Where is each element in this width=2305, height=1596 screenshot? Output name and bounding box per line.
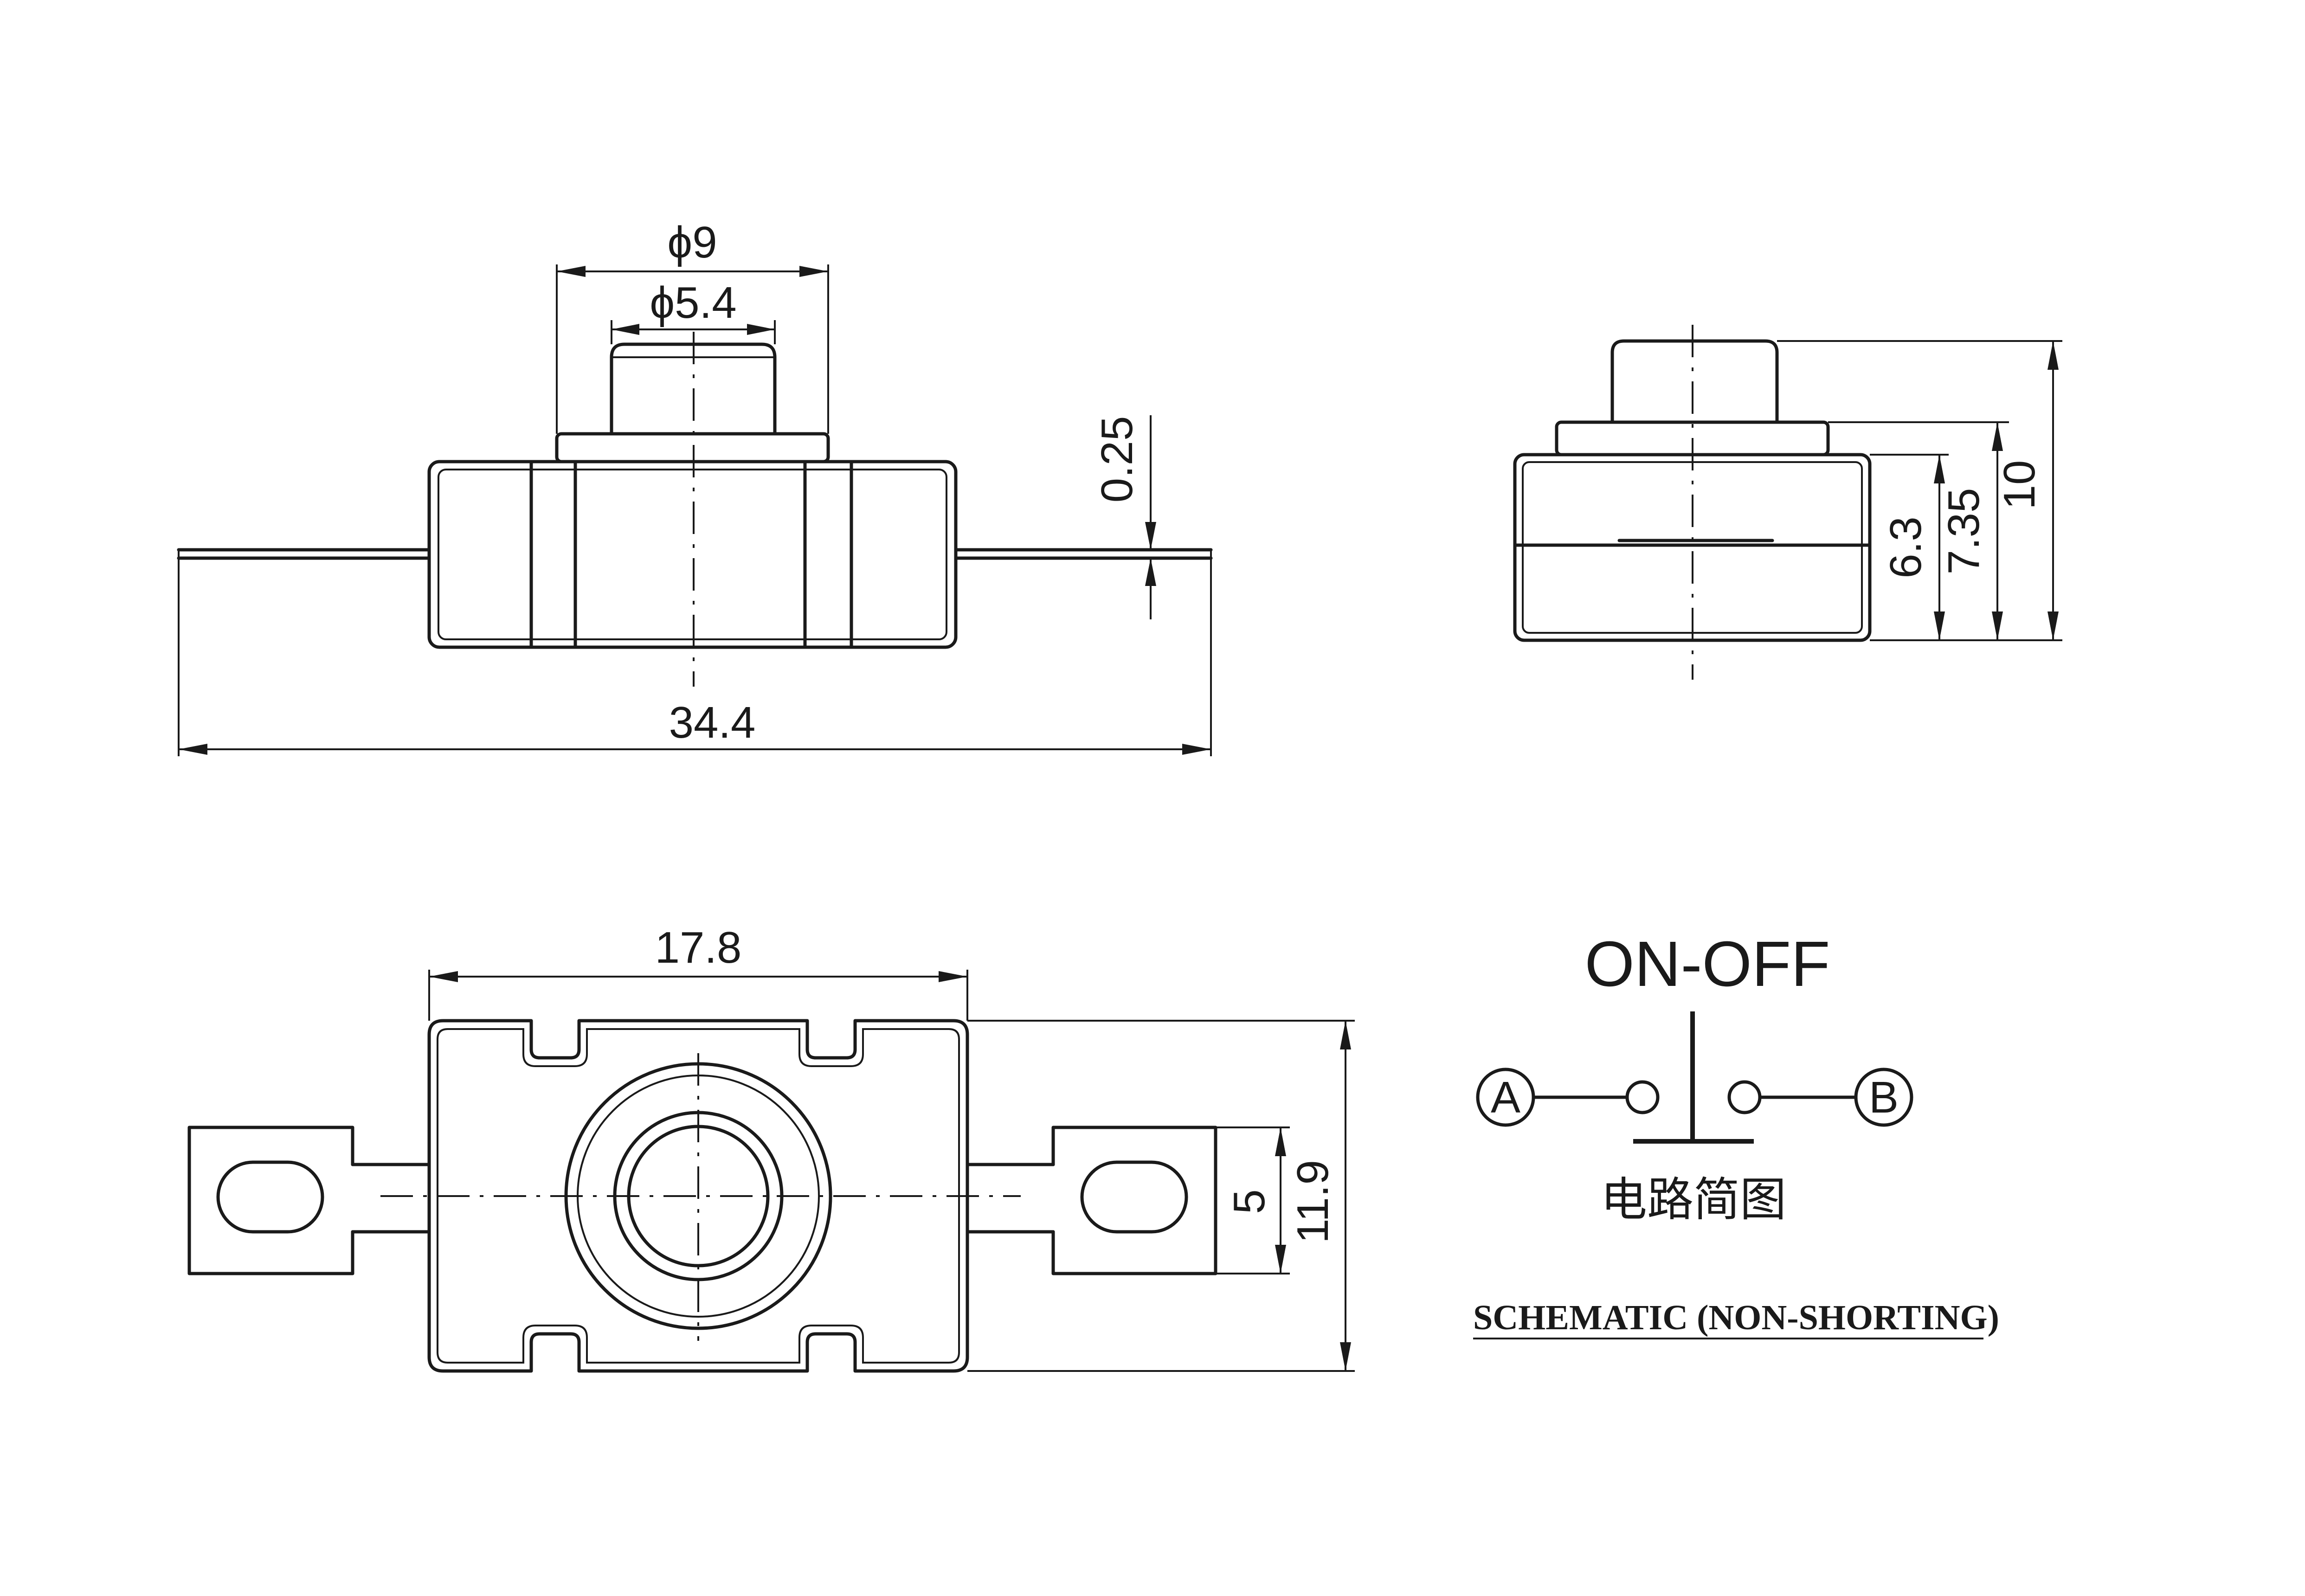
arrowhead	[1275, 1245, 1286, 1274]
arrowhead	[939, 971, 967, 982]
arrowhead	[1992, 611, 2003, 640]
dim-025: 0.25	[1092, 416, 1142, 503]
side-view: 10 7.35 6.3	[1513, 325, 2062, 680]
top-housing-outline	[427, 1019, 969, 1373]
top-housing-inner	[437, 1028, 960, 1364]
arrowhead	[747, 324, 775, 335]
schematic-title: ON-OFF	[1585, 928, 1830, 1000]
arrowhead	[557, 266, 586, 277]
arrowhead	[1992, 422, 2003, 451]
arrowhead	[1145, 522, 1156, 550]
contact-a	[1625, 1080, 1660, 1114]
front-view: ϕ9 ϕ5.4 0.25 34.4	[177, 218, 1213, 756]
schematic-caption-en: SCHEMATIC (NON-SHORTING)	[1473, 1298, 1999, 1337]
side-button-cap	[1610, 339, 1779, 424]
side-housing-inner	[1522, 461, 1863, 634]
dim-63: 6.3	[1881, 516, 1931, 578]
arrowhead	[2047, 341, 2059, 370]
dim-phi9: ϕ9	[667, 218, 717, 267]
housing-inner-outline	[438, 469, 947, 640]
right-lug	[1051, 1126, 1217, 1275]
top-view: 17.8 5 11.9	[187, 923, 1355, 1373]
dim-178: 17.8	[655, 923, 742, 972]
arrowhead	[2047, 611, 2059, 640]
arrowhead	[612, 324, 639, 335]
arrowhead	[799, 266, 828, 277]
dim-119: 11.9	[1288, 1160, 1338, 1243]
arrowhead	[1275, 1127, 1286, 1156]
terminal-b-label: B	[1869, 1073, 1899, 1122]
left-lug-slot	[216, 1160, 324, 1234]
right-lug-slot	[1080, 1160, 1188, 1234]
schematic-caption-cn: 电路简图	[1601, 1172, 1786, 1227]
arrowhead	[1934, 455, 1945, 483]
contact-b	[1727, 1080, 1762, 1114]
arrowhead	[1182, 744, 1211, 755]
arrowhead	[1145, 558, 1156, 586]
dim-10: 10	[1995, 460, 2044, 510]
left-lug	[187, 1126, 354, 1275]
schematic: ON-OFF A B 电路简图 SCHEMATIC (NON-SHORTING)	[1473, 928, 1999, 1339]
dim-phi54: ϕ5.4	[650, 278, 736, 328]
dim-735: 7.35	[1939, 488, 1989, 575]
housing-outline	[427, 460, 958, 649]
terminal-a-label: A	[1491, 1073, 1520, 1122]
arrowhead	[179, 744, 207, 755]
terminal-b-circle	[1854, 1068, 1913, 1127]
arrowhead	[1340, 1342, 1351, 1371]
dim-344: 34.4	[669, 698, 756, 747]
arrowhead	[429, 971, 458, 982]
arrowhead	[1340, 1021, 1351, 1049]
button-collar	[555, 432, 830, 463]
arrowhead	[1934, 611, 1945, 640]
dim-5: 5	[1224, 1189, 1274, 1214]
